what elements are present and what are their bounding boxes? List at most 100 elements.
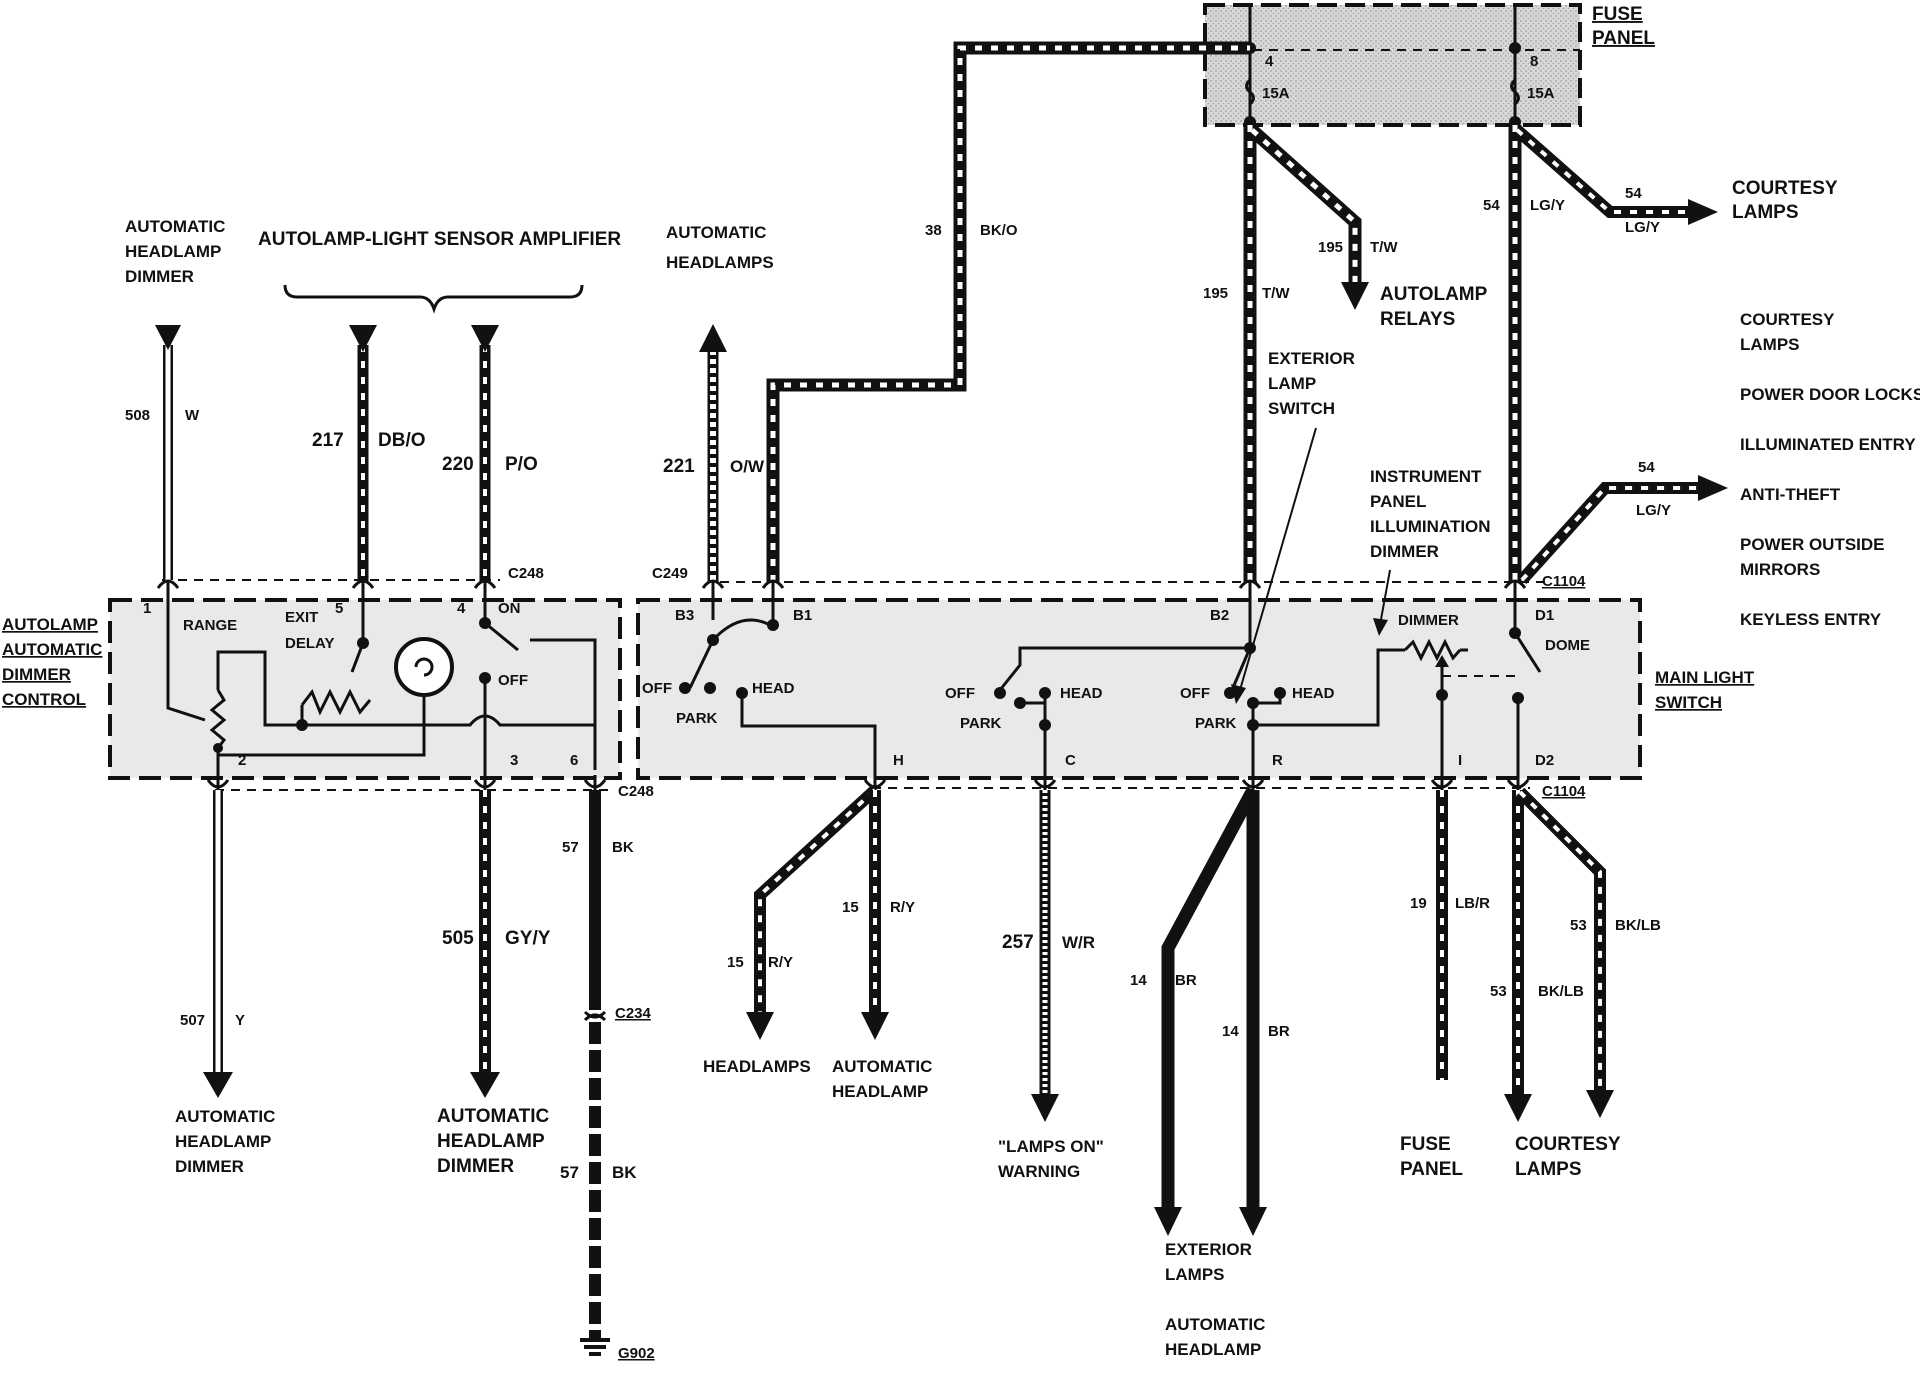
right-list-item: LAMPS [1740, 335, 1800, 354]
wire-labels-top: 508 W 217 DB/O 220 P/O 221 O/W 38 BK/O 1… [125, 185, 1671, 519]
pin-label: C [1065, 752, 1076, 769]
bottom-destination-labels: AUTOMATIC HEADLAMP DIMMER AUTOMATIC HEAD… [175, 1057, 1621, 1359]
connector-c249: C249 [652, 565, 688, 582]
fuse-b-number: 8 [1530, 53, 1538, 70]
dest-label: AUTOMATIC [832, 1057, 932, 1076]
wire-38 [766, 41, 1250, 582]
wire-508 [155, 325, 181, 580]
wire-color: T/W [1370, 239, 1398, 256]
fuse-a-number: 4 [1265, 53, 1274, 70]
right-list-item: MIRRORS [1740, 560, 1820, 579]
label-autolamp-relays-1: AUTOLAMP [1380, 284, 1488, 305]
wire-color: LG/Y [1625, 219, 1660, 236]
switch-position: OFF [945, 685, 975, 702]
exit-delay-label: EXIT [285, 609, 318, 626]
dest-label: HEADLAMP [175, 1132, 271, 1151]
switch-name: MAIN LIGHT [1655, 668, 1755, 687]
wire-color: P/O [505, 454, 538, 475]
wire-53 [1504, 787, 1614, 1122]
label-ip-dimmer-1: INSTRUMENT [1370, 467, 1482, 486]
wire-221 [699, 324, 727, 582]
switch-position: OFF [1180, 685, 1210, 702]
dest-label: DIMMER [437, 1156, 514, 1177]
connector-c234: C234 [615, 1005, 652, 1022]
pin-label: D2 [1535, 752, 1554, 769]
dest-label: AUTOMATIC [1165, 1315, 1265, 1334]
switch-position: OFF [642, 680, 672, 697]
dest-label: HEADLAMP [1165, 1340, 1261, 1359]
dest-label: "LAMPS ON" [998, 1137, 1104, 1156]
dest-label: AUTOMATIC [175, 1107, 275, 1126]
pin-label: R [1272, 752, 1283, 769]
wire-number: 221 [663, 456, 695, 477]
main-switch-labels: MAIN LIGHT SWITCH B3 B1 B2 D1 D2 H C R I… [642, 607, 1755, 769]
label-auto-dimmer-top-2: HEADLAMP [125, 242, 221, 261]
dest-label: WARNING [998, 1162, 1080, 1181]
label-courtesy-top-1: COURTESY [1732, 178, 1838, 199]
dest-label: AUTOMATIC [437, 1106, 550, 1127]
right-list-item: COURTESY [1740, 310, 1835, 329]
switch-position: HEAD [752, 680, 795, 697]
wire-color: BK/LB [1615, 917, 1661, 934]
left-bottom-pins [206, 775, 607, 790]
fuse-panel-title-2: PANEL [1592, 28, 1655, 49]
autolamp-internals [166, 598, 597, 775]
label-ip-dimmer-3: ILLUMINATION [1370, 517, 1491, 536]
wire-number: 505 [442, 928, 474, 949]
wire-color: DB/O [378, 430, 426, 451]
wire-195 [1243, 125, 1369, 582]
wire-color: LG/Y [1636, 502, 1671, 519]
wire-color: LG/Y [1530, 197, 1565, 214]
fuse-panel: 4 15A 8 15A FUSE PANEL [1203, 3, 1655, 128]
wire-labels-bottom: 507 Y 505 GY/Y 57 BK 57 BK 15 R/Y 15 R/Y… [180, 839, 1661, 1182]
label-courtesy-top-2: LAMPS [1732, 202, 1799, 223]
dest-label: FUSE [1400, 1134, 1451, 1155]
autolamp-module-box [108, 598, 622, 780]
wire-number: 508 [125, 407, 150, 424]
wire-color: BK [612, 1163, 637, 1182]
module-name: AUTOLAMP [2, 615, 98, 634]
dest-label: PANEL [1400, 1159, 1463, 1180]
range-label: RANGE [183, 617, 237, 634]
pin-label: 4 [457, 600, 466, 617]
ground-g902: G902 [618, 1345, 655, 1362]
wire-color: W/R [1062, 933, 1095, 952]
wire-number: 15 [727, 954, 744, 971]
pin-label: 6 [570, 752, 578, 769]
connector-c248-top: C248 [508, 565, 544, 582]
switch-position: HEAD [1292, 685, 1335, 702]
wire-color: BR [1268, 1023, 1290, 1040]
wire-color: T/W [1262, 285, 1290, 302]
fuse-a-rating: 15A [1262, 85, 1290, 102]
right-list-item: POWER DOOR LOCKS [1740, 385, 1920, 404]
label-autolamp-relays-2: RELAYS [1380, 309, 1455, 330]
wire-number: 14 [1130, 972, 1147, 989]
dome-label: DOME [1545, 637, 1590, 654]
wire-color: BR [1175, 972, 1197, 989]
off-label: OFF [498, 672, 528, 689]
wire-number: 53 [1490, 983, 1507, 1000]
connector-c1104-bottom: C1104 [1542, 783, 1586, 800]
pin-label: 5 [335, 600, 343, 617]
label-auto-dimmer-top-3: DIMMER [125, 267, 194, 286]
wire-number: 507 [180, 1012, 205, 1029]
label-amplifier: AUTOLAMP-LIGHT SENSOR AMPLIFIER [258, 229, 621, 250]
pin-label: B3 [675, 607, 694, 624]
wire-color: R/Y [768, 954, 793, 971]
right-list-item: ANTI-THEFT [1740, 485, 1841, 504]
dest-label: HEADLAMP [437, 1131, 545, 1152]
wire-color: LB/R [1455, 895, 1490, 912]
wire-number: 38 [925, 222, 942, 239]
wire-217 [349, 325, 377, 582]
wire-number: 53 [1570, 917, 1587, 934]
pin-label: 2 [238, 752, 246, 769]
dest-label: HEADLAMP [832, 1082, 928, 1101]
pin-label: B2 [1210, 607, 1229, 624]
label-auto-headlamps-top-1: AUTOMATIC [666, 223, 766, 242]
connector-c248-bottom: C248 [618, 783, 654, 800]
right-list-item: KEYLESS ENTRY [1740, 610, 1882, 629]
wire-color: BK/LB [1538, 983, 1584, 1000]
fuse-panel-title-1: FUSE [1592, 4, 1643, 25]
on-label: ON [498, 600, 521, 617]
